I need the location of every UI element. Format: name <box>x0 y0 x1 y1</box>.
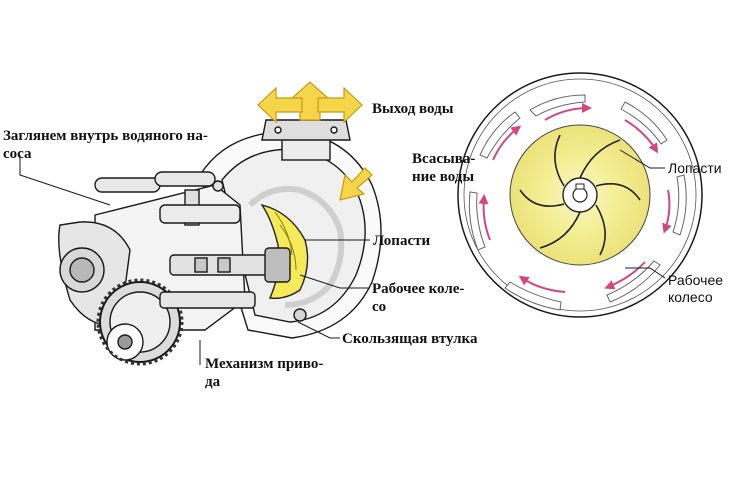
label-drive-line-2: да <box>205 374 221 390</box>
label-impeller-left-line-2: со <box>372 299 387 315</box>
label-impeller-left-line-1: Рабочее коле- <box>372 281 465 297</box>
water-in-arrow <box>339 167 373 201</box>
title-line-1: Заглянем внутрь водяного на- <box>3 128 208 144</box>
label-drive-line-1: Механизм приво- <box>205 356 324 372</box>
title-line-2: соса <box>3 146 32 162</box>
label-suction-line-2: ние воды <box>412 169 475 185</box>
label-blades-left: Лопасти <box>373 233 431 249</box>
water-out-arrow <box>257 81 363 124</box>
leader-lines-right <box>619 149 666 279</box>
label-impeller-right-line-1: Рабочее <box>668 272 724 288</box>
leader-lines-left <box>19 155 370 365</box>
impeller-disc <box>457 72 703 318</box>
label-suction-line-1: Всасыва- <box>412 151 476 167</box>
label-impeller-right-line-2: колесо <box>668 289 713 305</box>
label-bushing: Скользящая втулка <box>342 331 478 347</box>
pump-cutaway <box>58 119 382 366</box>
label-blades-right: Лопасти <box>668 160 722 176</box>
label-water-out: Выход воды <box>372 101 454 117</box>
